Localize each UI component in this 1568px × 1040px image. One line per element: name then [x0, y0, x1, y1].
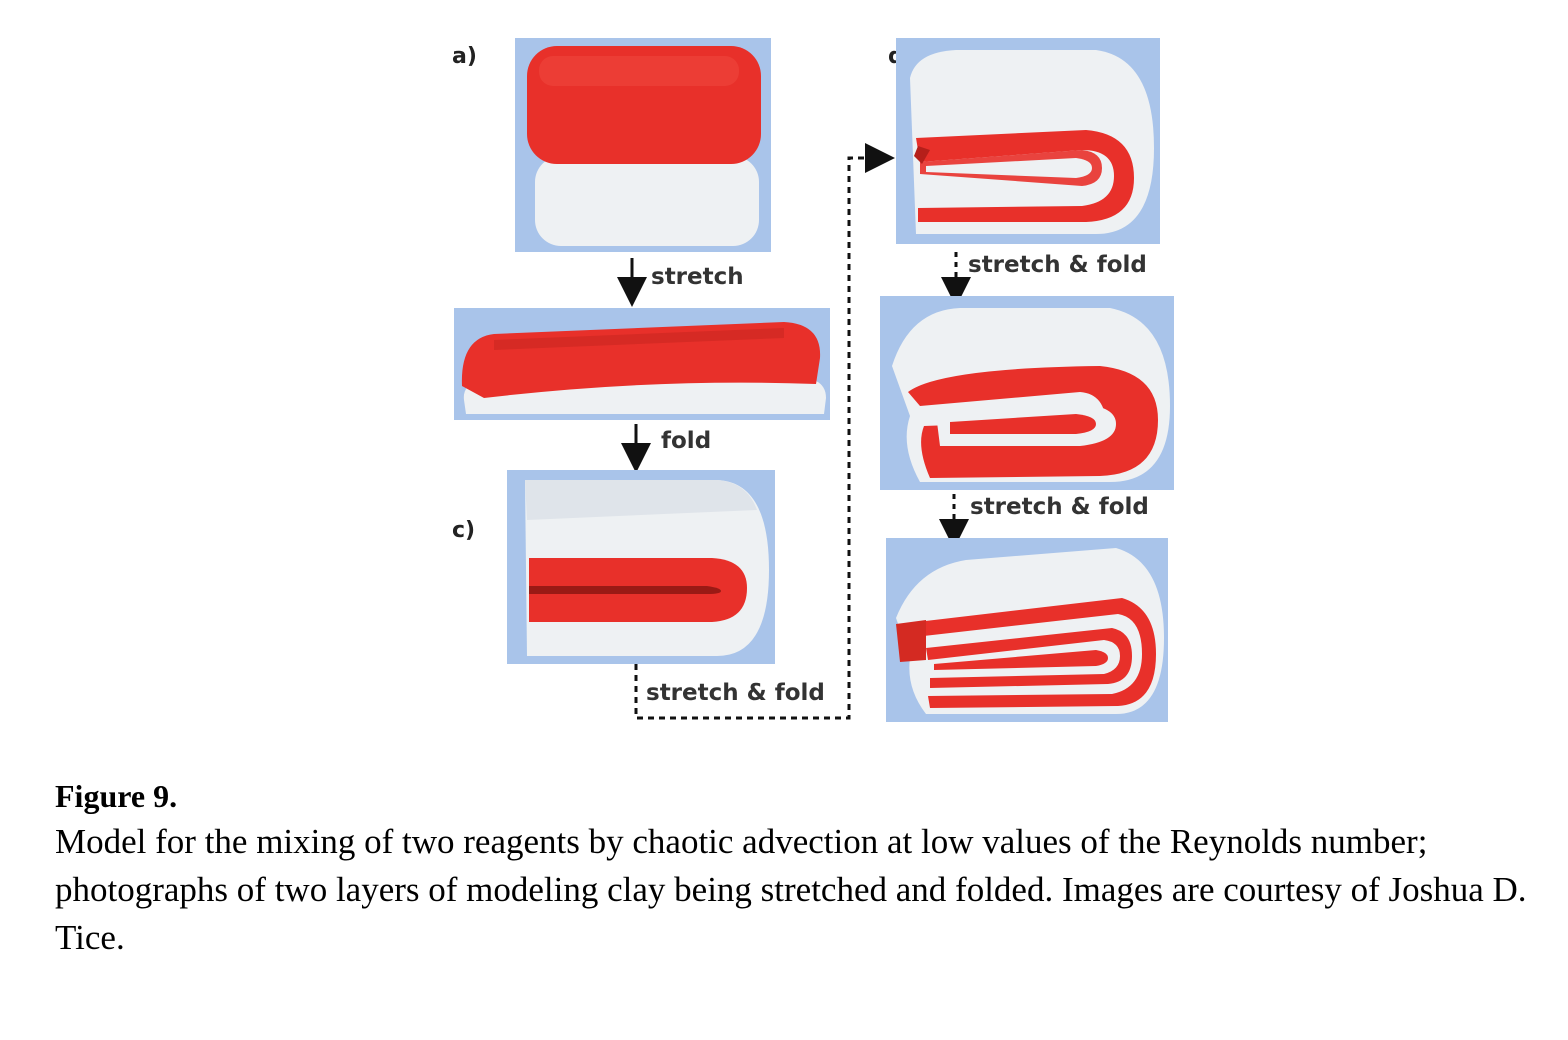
photo-panel-d	[896, 38, 1160, 244]
step-label-stretch-fold-3: stretch & fold	[970, 494, 1149, 520]
photo-panel-e	[880, 296, 1174, 490]
figure-caption-title: Figure 9.	[55, 778, 178, 814]
photo-panel-f	[886, 538, 1168, 722]
photo-panel-a	[515, 38, 771, 252]
step-label-stretch: stretch	[651, 264, 744, 290]
panel-label-c: c)	[452, 518, 476, 543]
figure-caption-text: Model for the mixing of two reagents by …	[55, 822, 1527, 957]
photo-panel-c	[507, 470, 775, 664]
arrow-c-to-d	[634, 143, 895, 720]
step-label-stretch-fold-1: stretch & fold	[646, 680, 825, 706]
step-label-stretch-fold-2: stretch & fold	[968, 252, 1147, 278]
photo-panel-b	[454, 308, 830, 420]
step-label-fold: fold	[661, 428, 712, 454]
panel-label-a: a)	[452, 44, 477, 69]
